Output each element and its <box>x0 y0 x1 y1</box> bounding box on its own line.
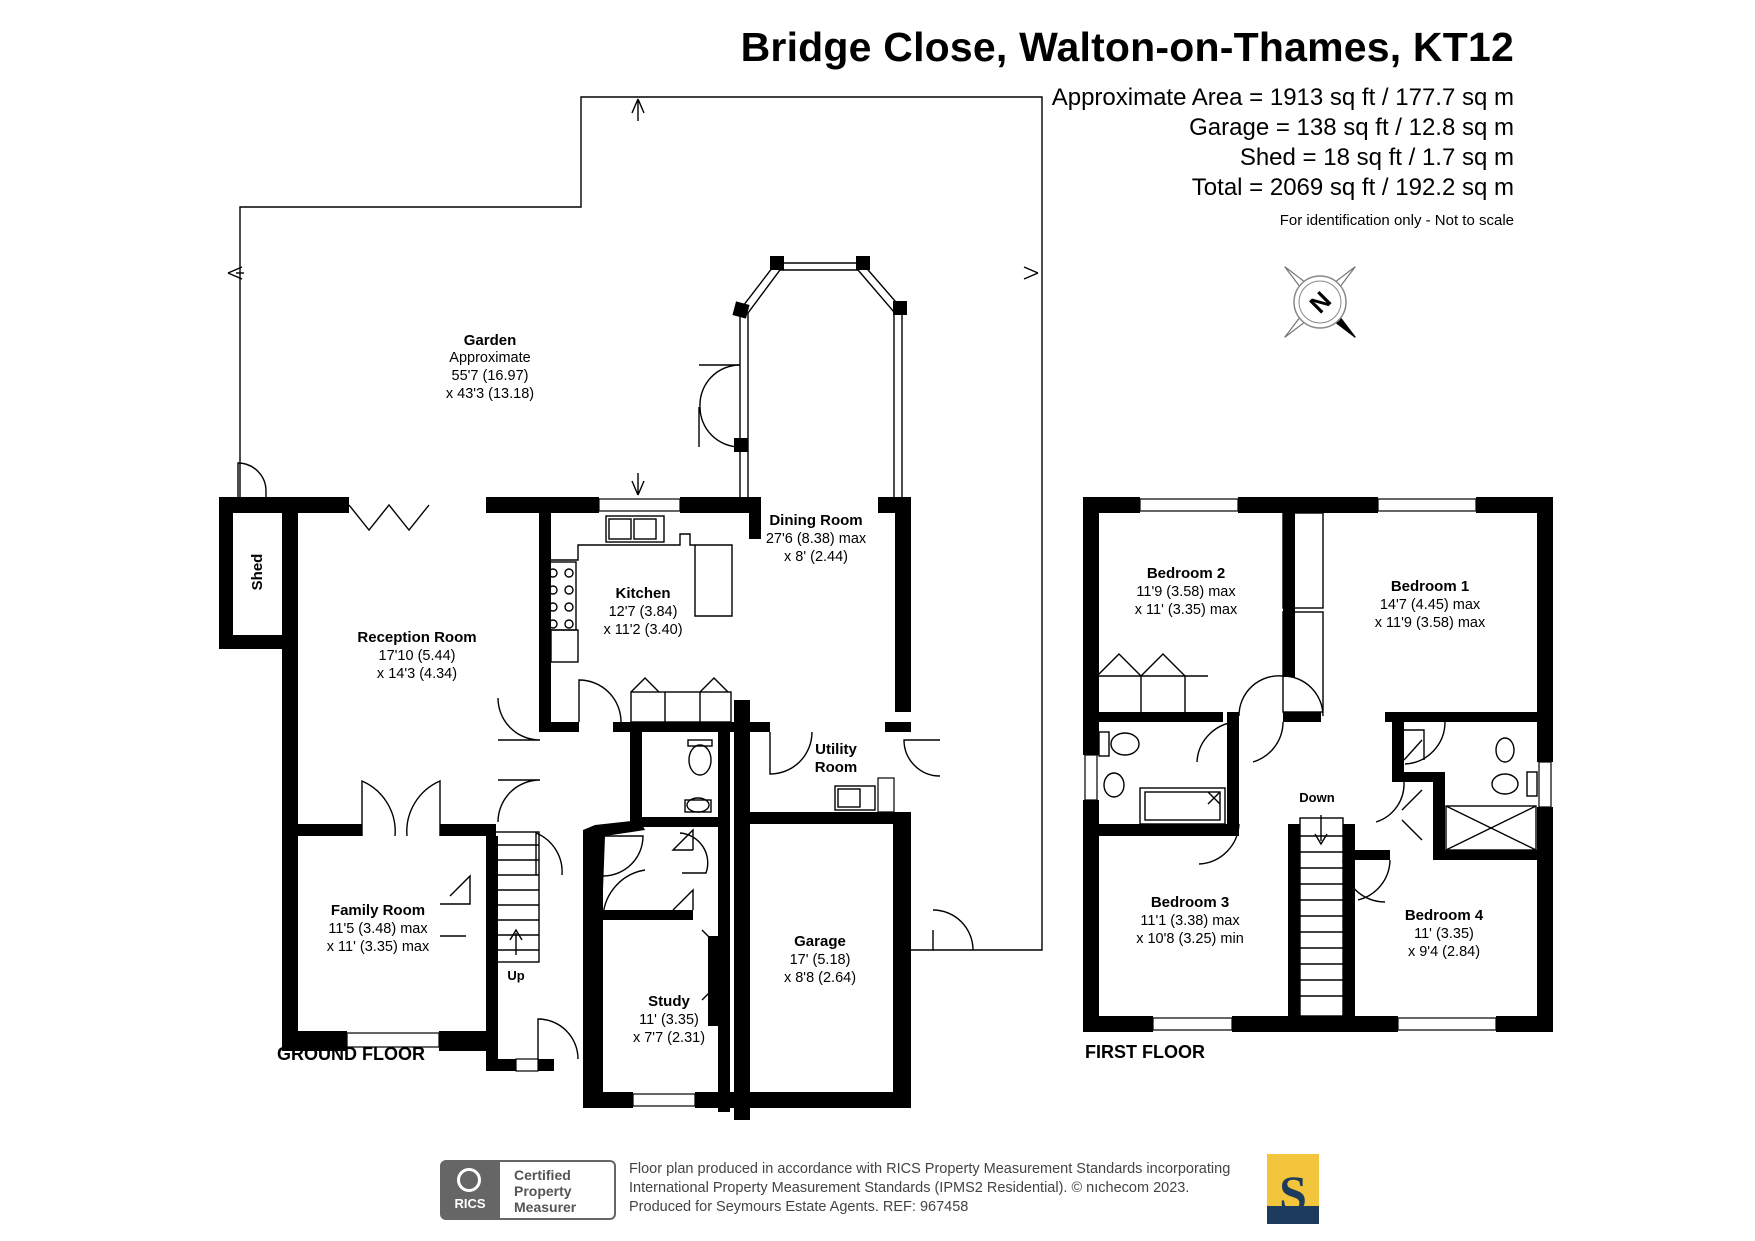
compass-icon: N <box>1284 266 1356 338</box>
footer-disclaimer: Floor plan produced in accordance with R… <box>629 1160 1230 1217</box>
garden-dim-2: x 43'3 (13.18) <box>446 386 534 402</box>
first-floor-walls <box>1083 497 1553 1032</box>
bedroom-3-dim-1: 11'1 (3.38) max <box>1140 913 1240 929</box>
kitchen-label: Kitchen <box>615 585 670 602</box>
family-room-dim-1: 11'5 (3.48) max <box>328 921 428 937</box>
scale-note: For identification only - Not to scale <box>1279 212 1514 229</box>
approximate-area: Approximate Area = 1913 sq ft / 177.7 sq… <box>1051 84 1514 111</box>
study-dim-2: x 7'7 (2.31) <box>633 1030 705 1046</box>
total-area: Total = 2069 sq ft / 192.2 sq m <box>1191 174 1514 201</box>
ground-floor-doors <box>348 503 974 1060</box>
reception-room-label: Reception Room <box>357 629 476 646</box>
kitchen-dim-2: x 11'2 (3.40) <box>603 622 682 638</box>
study-label: Study <box>648 993 690 1010</box>
garden-dim-1: 55'7 (16.97) <box>452 368 529 384</box>
first-floor-fixtures <box>1096 512 1538 851</box>
ground-floor-label: GROUND FLOOR <box>277 1044 425 1064</box>
bedroom-1-dim-1: 14'7 (4.45) max <box>1380 597 1481 613</box>
rics-org-label: RICS <box>454 1196 486 1211</box>
bedroom-3-dim-2: x 10'8 (3.25) min <box>1136 931 1244 947</box>
dining-room-dim-1: 27'6 (8.38) max <box>766 531 867 547</box>
garden-approx: Approximate <box>449 350 530 366</box>
bedroom-2-dim-2: x 11' (3.35) max <box>1135 602 1238 618</box>
seymours-logo-icon: S <box>1267 1154 1319 1224</box>
family-room-label: Family Room <box>331 902 425 919</box>
rics-badge-line-1: Certified <box>514 1167 571 1183</box>
footer-line-1: Floor plan produced in accordance with R… <box>629 1161 1231 1177</box>
dining-room-dim-2: x 8' (2.44) <box>784 549 848 565</box>
stairs-up <box>493 831 540 963</box>
rics-logo-icon: RICS <box>440 1160 500 1220</box>
reception-room-dim-1: 17'10 (5.44) <box>379 648 456 664</box>
first-floor-doors <box>1196 675 1446 903</box>
garden-outline <box>227 96 1043 951</box>
stairs-down <box>1299 815 1344 1017</box>
rics-certified-badge: RICS Certified Property Measurer <box>440 1160 618 1220</box>
bedroom-1-label: Bedroom 1 <box>1391 578 1469 595</box>
rics-badge-line-2: Property <box>514 1183 572 1199</box>
footer-line-2: International Property Measurement Stand… <box>629 1180 1190 1196</box>
bedroom-2-label: Bedroom 2 <box>1147 565 1225 582</box>
bedroom-4-dim-1: 11' (3.35) <box>1414 926 1474 942</box>
utility-room-label-2: Room <box>815 759 858 776</box>
stairs-up-label: Up <box>507 968 524 983</box>
bedroom-3-label: Bedroom 3 <box>1151 894 1229 911</box>
bedroom-2-dim-1: 11'9 (3.58) max <box>1136 584 1236 600</box>
garage-dim-2: x 8'8 (2.64) <box>784 970 856 986</box>
dining-room-label: Dining Room <box>769 512 862 529</box>
shed-area: Shed = 18 sq ft / 1.7 sq m <box>1239 144 1514 171</box>
study-dim-1: 11' (3.35) <box>639 1012 699 1028</box>
bedroom-4-label: Bedroom 4 <box>1405 907 1484 924</box>
bedroom-4-dim-2: x 9'4 (2.84) <box>1408 944 1480 960</box>
footer-line-3: Produced for Seymours Estate Agents. REF… <box>629 1199 969 1215</box>
bedroom-1-dim-2: x 11'9 (3.58) max <box>1375 615 1486 631</box>
stairs-down-label: Down <box>1299 790 1334 805</box>
page-title: Bridge Close, Walton-on-Thames, KT12 <box>740 24 1514 70</box>
kitchen-dim-1: 12'7 (3.84) <box>609 604 678 620</box>
dining-bay-window <box>698 256 907 497</box>
family-room-dim-2: x 11' (3.35) max <box>327 939 430 955</box>
utility-room-label-1: Utility <box>815 741 857 758</box>
garage-label: Garage <box>794 933 846 950</box>
ground-floor-walls <box>219 462 911 1120</box>
rics-badge-text: Certified Property Measurer <box>500 1160 616 1220</box>
shed-label: Shed <box>249 554 266 591</box>
garden-label: Garden <box>464 332 517 349</box>
kitchen-fixtures <box>545 515 876 813</box>
brand-letter: S <box>1279 1165 1307 1221</box>
first-floor-label: FIRST FLOOR <box>1085 1042 1205 1062</box>
reception-room-dim-2: x 14'3 (4.34) <box>377 666 457 682</box>
rics-badge-line-3: Measurer <box>514 1199 577 1215</box>
garage-dim-1: 17' (5.18) <box>790 952 851 968</box>
garage-area: Garage = 138 sq ft / 12.8 sq m <box>1189 114 1514 141</box>
